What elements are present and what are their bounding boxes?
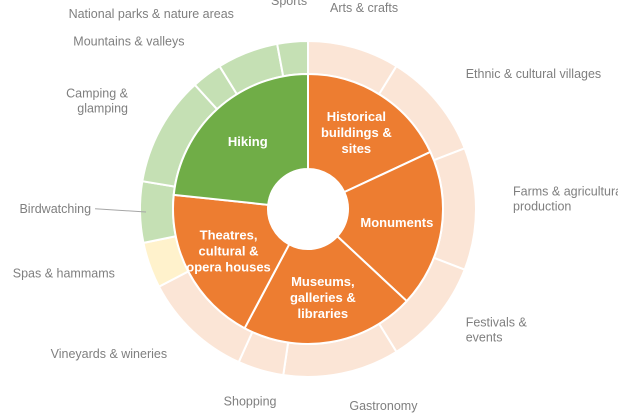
inner-segment-monuments: [335, 150, 444, 303]
outer-label-spas-and-hammams: Spas & hammams: [13, 267, 115, 281]
inner-segment-museums-galleries-and-libraries: [243, 234, 409, 345]
outer-label-arts-and-crafts: Arts & crafts: [330, 1, 398, 15]
inner-segment-historical-buildings-and-sites: [307, 72, 432, 194]
inner-segment-hiking: [172, 72, 309, 206]
outer-label-birdwatching: Birdwatching: [19, 202, 91, 216]
inner-label-hiking: Hiking: [228, 134, 268, 149]
outer-label-gastronomy: Gastronomy: [349, 399, 418, 413]
outer-label-ethnic-and-cultural-villages: Ethnic & cultural villages: [466, 67, 601, 81]
outer-label-festivals-and-events: Festivals &events: [466, 315, 528, 344]
outer-segment-sports: [275, 39, 309, 78]
leader-line-birdwatching: [95, 208, 147, 213]
leader-lines: [95, 208, 147, 213]
inner-ring: [172, 72, 444, 345]
outer-label-shopping: Shopping: [224, 395, 277, 409]
inner-label-museums-galleries-and-libraries: Museums,galleries &libraries: [290, 274, 356, 321]
inner-label-theatres-cultural-and-opera-houses: Theatres,cultural &opera houses: [186, 227, 271, 274]
outer-label-mountains-and-valleys: Mountains & valleys: [73, 34, 184, 48]
outer-label-national-parks-and-nature-areas: National parks & nature areas: [69, 7, 234, 21]
outer-label-sports: Sports: [271, 0, 307, 8]
outer-label-camping-and-glamping: Camping &glamping: [66, 86, 128, 115]
inner-segment-theatres-cultural-and-opera-houses: [172, 193, 291, 330]
inner-label-monuments: Monuments: [360, 215, 433, 230]
outer-label-vineyards-and-wineries: Vineyards & wineries: [51, 347, 168, 361]
